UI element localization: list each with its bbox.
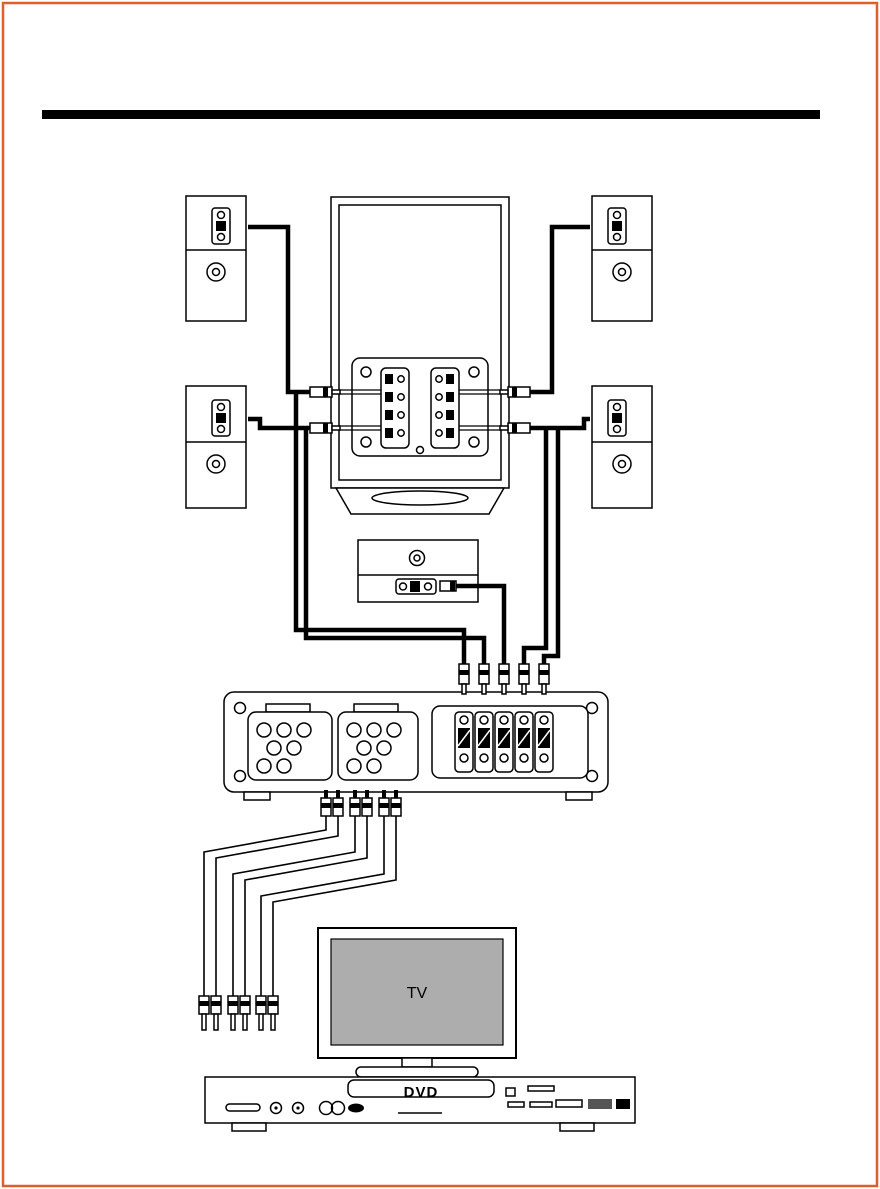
terminal-plate [351, 357, 489, 457]
terminal-strip-right [430, 367, 460, 449]
control-knob [291, 1101, 305, 1115]
terminal-strip-left [380, 367, 410, 449]
rca-plug [320, 790, 402, 817]
subwoofer-rear-panel [309, 196, 531, 515]
speaker-driver [206, 262, 226, 282]
power-button [505, 1087, 516, 1097]
dvd-label: DVD [404, 1084, 439, 1101]
rear-right-speaker [591, 385, 653, 509]
speaker-driver [206, 454, 226, 474]
screw-icon [468, 366, 480, 378]
front-left-speaker [185, 195, 247, 322]
screw-icon [468, 436, 480, 448]
dvd-player: DVD [204, 1076, 636, 1132]
tv-screen [330, 938, 504, 1046]
screw-icon [233, 769, 247, 783]
speaker-driver [408, 549, 426, 567]
disc-tray-slot [225, 1103, 261, 1112]
speaker-wires [248, 224, 590, 664]
display-window [588, 1099, 612, 1109]
dvd-label-plate [347, 1079, 495, 1098]
screw-icon [360, 436, 372, 448]
rca-cables [198, 790, 402, 1031]
tv-stand-neck [401, 1057, 433, 1068]
screw-icon [585, 701, 599, 715]
dvd-foot [231, 1122, 267, 1132]
subwoofer-port [371, 490, 469, 506]
header-rule [42, 110, 820, 119]
screw-icon [360, 366, 372, 378]
speaker-terminal-section [431, 705, 589, 779]
wire-plug [458, 663, 550, 695]
rear-left-speaker [185, 385, 247, 509]
control-knob [269, 1101, 283, 1115]
control-knob [330, 1100, 346, 1116]
rca-jack-panel-left [247, 711, 333, 781]
tv-label: TV [407, 985, 428, 1002]
front-right-speaker [591, 195, 653, 322]
center-speaker [357, 539, 479, 603]
screw-icon [585, 769, 599, 783]
speaker-driver [612, 454, 632, 474]
dvd-foot [559, 1122, 595, 1132]
control-knob [318, 1100, 334, 1116]
amplifier-rear-panel [223, 691, 609, 801]
screw-icon [233, 701, 247, 715]
speaker-driver [612, 262, 632, 282]
subwoofer-stand [334, 487, 506, 515]
screw-icon [415, 445, 425, 455]
rca-jack-panel-right [337, 711, 419, 781]
rca-plug [198, 995, 279, 1031]
tv-stand-base [355, 1066, 479, 1078]
terminal-block [454, 711, 554, 773]
